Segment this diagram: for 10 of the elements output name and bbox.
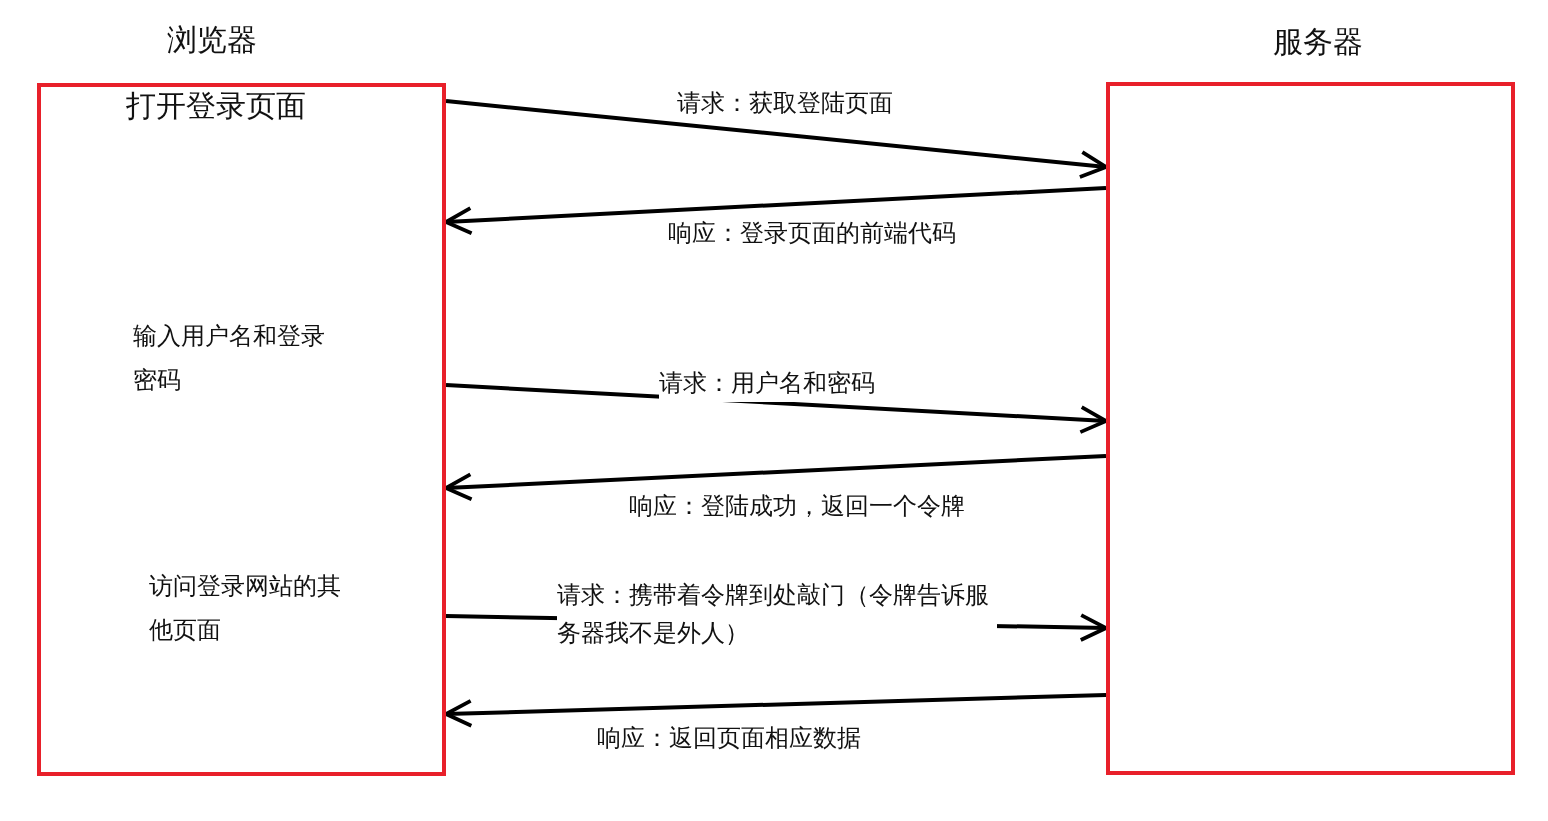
step-text: 输入用户名和登录密码 bbox=[133, 321, 326, 396]
arrow bbox=[444, 454, 1107, 502]
arrow bbox=[444, 693, 1107, 728]
column-heading: 服务器 bbox=[1273, 23, 1363, 61]
step-text: 访问登录网站的其他页面 bbox=[149, 571, 342, 646]
arrow bbox=[445, 99, 1108, 179]
arrow bbox=[444, 186, 1107, 236]
arrow bbox=[445, 383, 1108, 434]
step-text: 打开登录页面 bbox=[126, 87, 307, 125]
column-heading: 浏览器 bbox=[167, 21, 257, 59]
